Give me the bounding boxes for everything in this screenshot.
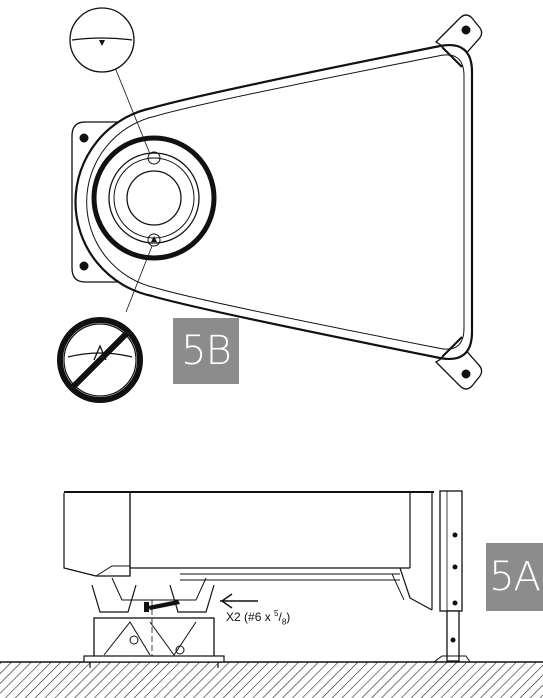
screw-callout: X2 (#6 x 5/8)	[226, 609, 291, 627]
wall-bracket	[432, 490, 471, 663]
screw-fraction-denominator: 8	[281, 617, 287, 627]
prohibited-icon	[57, 317, 143, 403]
screw-quantity: X2	[226, 610, 241, 624]
screw-icon	[144, 600, 180, 612]
detail-ok-icon	[69, 7, 135, 73]
basin-body	[63, 491, 434, 611]
top-view	[57, 7, 483, 403]
drain-ring	[91, 135, 217, 261]
screw-fraction-numerator: 5	[274, 609, 279, 618]
floor	[0, 661, 543, 698]
step-label-5b: 5B	[173, 318, 239, 384]
top-body-outline	[74, 43, 474, 361]
step-label-5a: 5A	[486, 543, 543, 611]
screw-size-suffix: )	[286, 610, 291, 624]
arrow-left-icon	[220, 593, 258, 609]
screw-size-prefix: (#6 x	[244, 610, 275, 624]
mounting-plate	[71, 121, 121, 283]
side-view	[0, 490, 543, 698]
support-stand	[83, 577, 225, 668]
